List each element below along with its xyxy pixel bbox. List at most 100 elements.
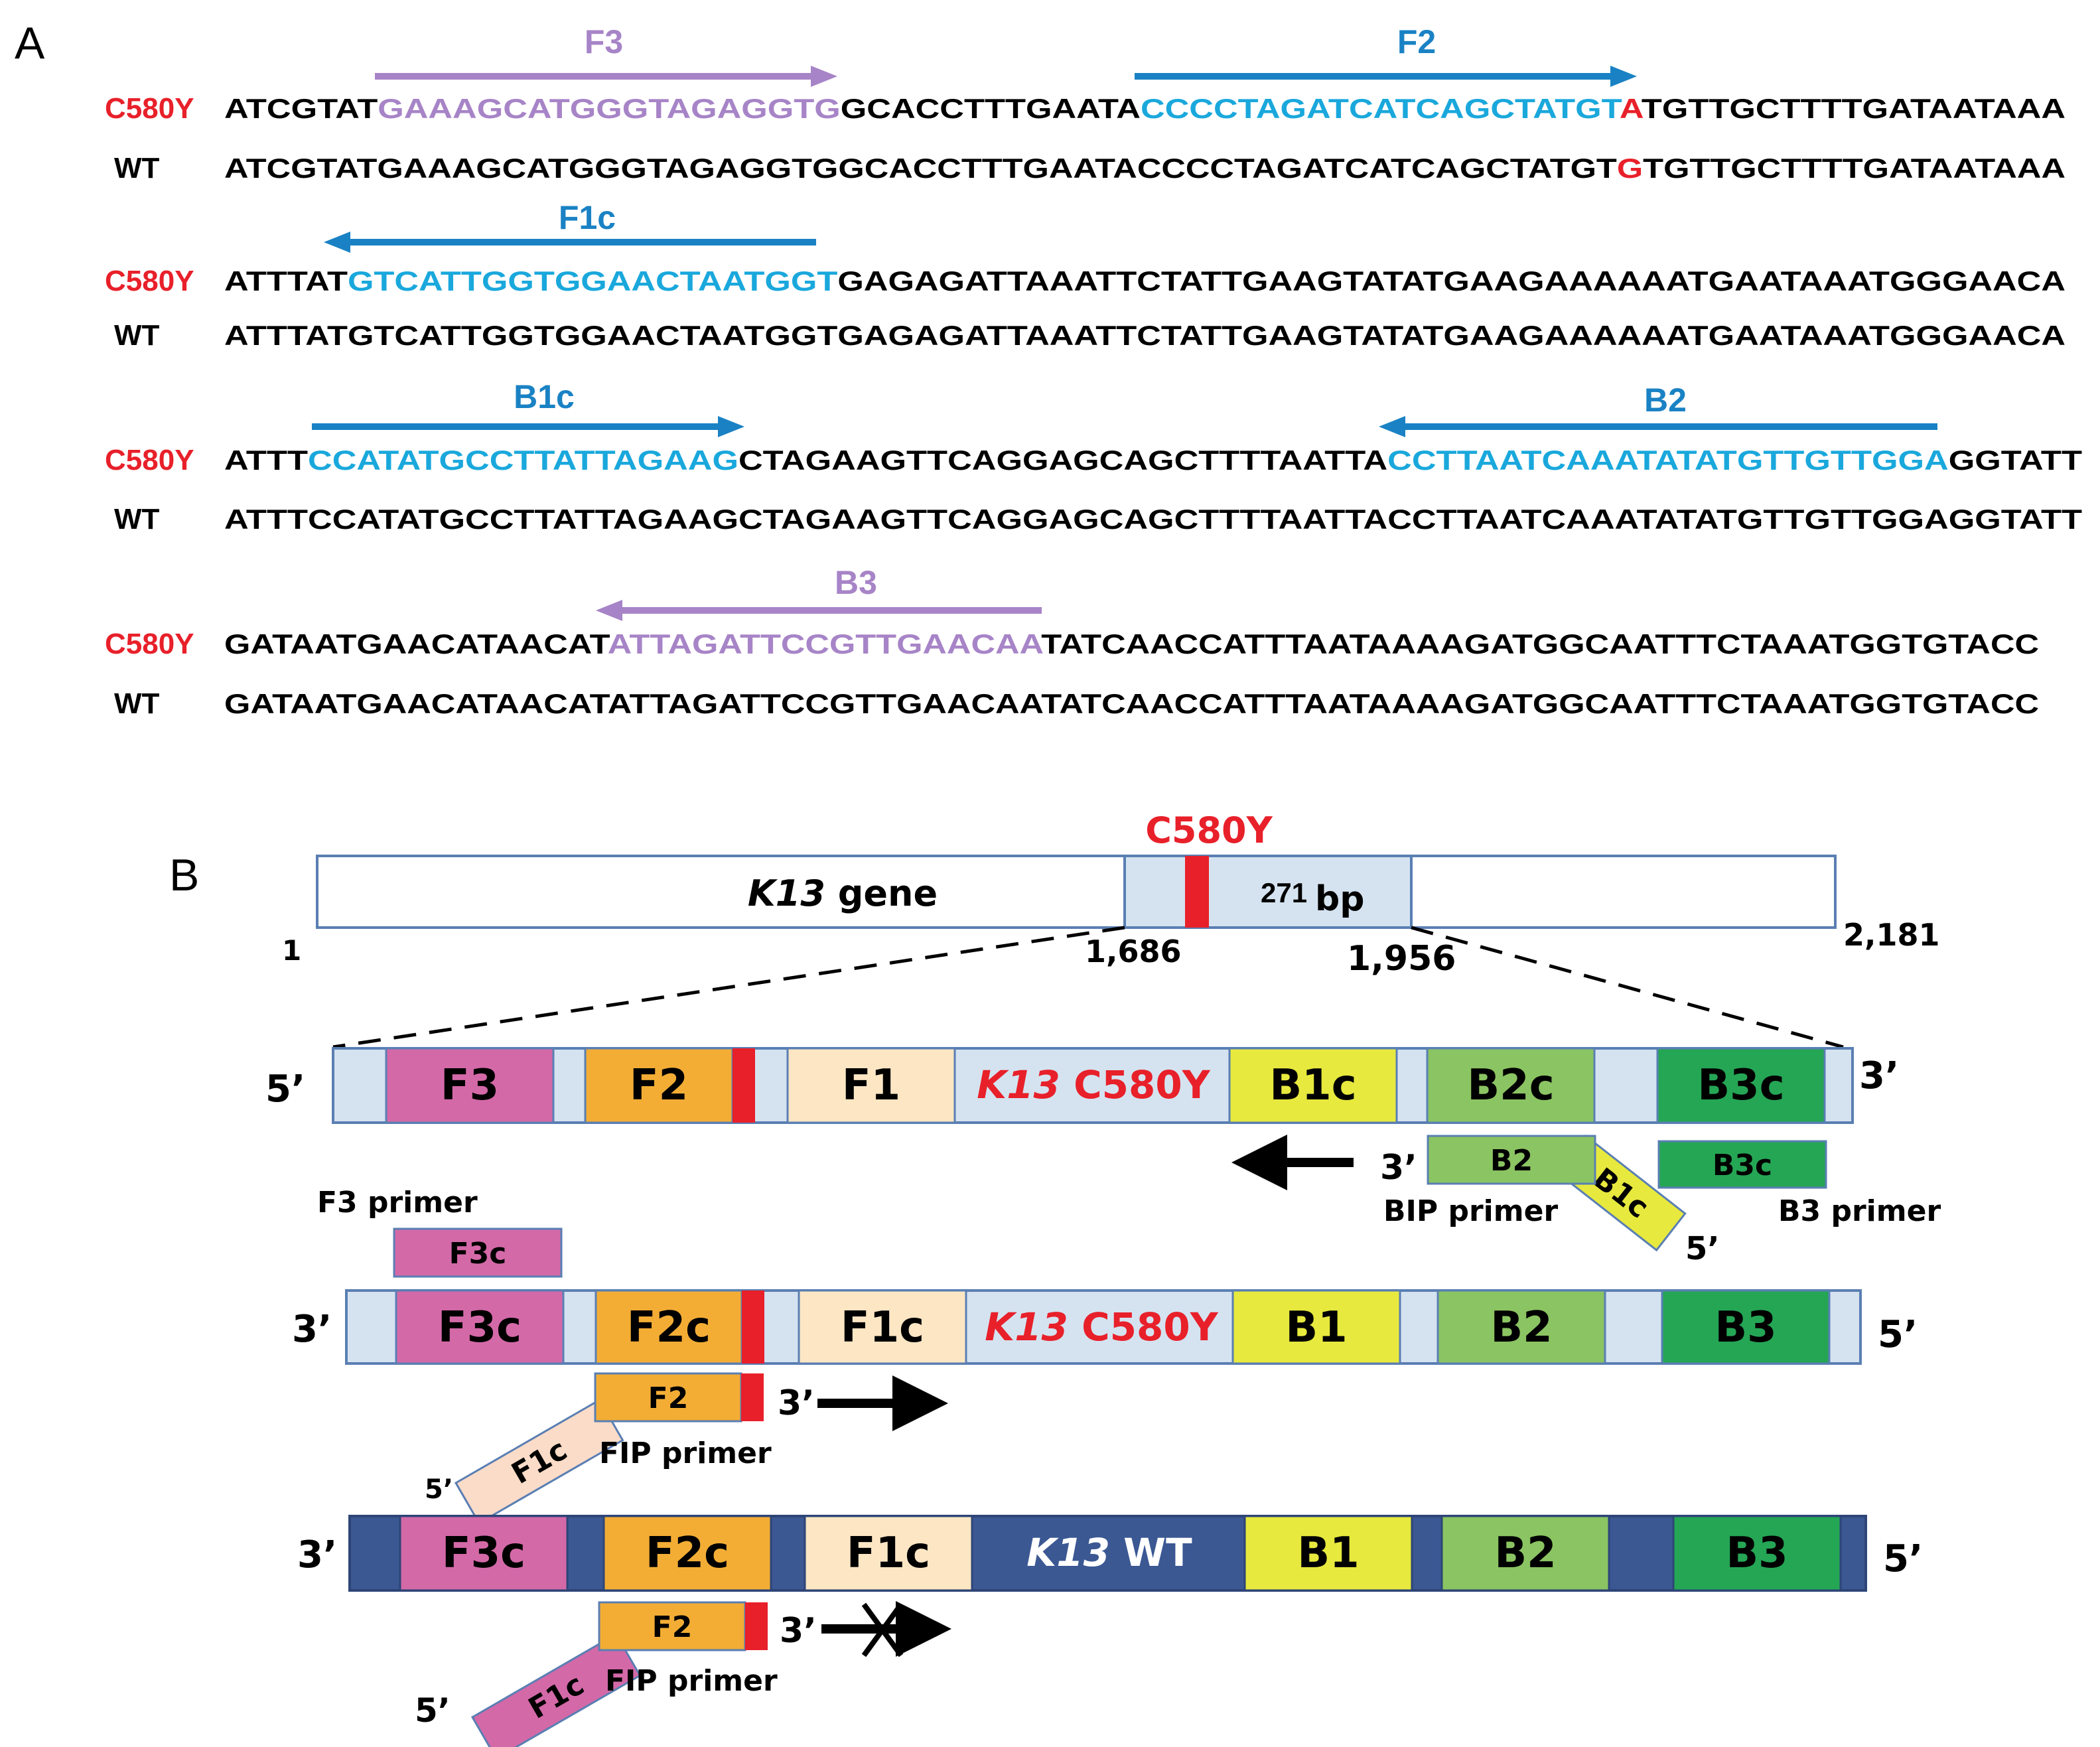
- fip-f2-segment: [594, 1372, 742, 1423]
- f3-primer: F3 primer F3c: [317, 1186, 563, 1278]
- sequence-wt: ATTTATGTCATTGGTGGAACTAATGGTGAGAGATTAAATT…: [224, 320, 2065, 351]
- fip-primer-label: FIP primer: [605, 1664, 778, 1698]
- segment-f1: [786, 1047, 956, 1124]
- primer-arrow-f2: F2: [1135, 23, 1637, 87]
- segment-f3c: [399, 1515, 569, 1592]
- segment-label: F2c: [646, 1529, 729, 1578]
- zoom-line-right: [1411, 926, 1844, 1049]
- strand-end-left: 5’: [265, 1068, 305, 1111]
- position-end: 2,181: [1843, 917, 1940, 953]
- mutation-marker: [733, 1048, 755, 1123]
- primer-label-b2: B2: [1644, 382, 1687, 419]
- mutation-label: C580Y: [1145, 809, 1273, 851]
- row-label-c580y: C580Y: [105, 628, 194, 660]
- f3-primer-label: F3 primer: [317, 1186, 478, 1220]
- segment-b1: [1231, 1289, 1401, 1365]
- bip-b2-segment: [1427, 1135, 1596, 1185]
- mutation-marker: [742, 1291, 764, 1363]
- strand-end-right: 3’: [1859, 1054, 1899, 1097]
- primer-label-b3: B3: [835, 564, 877, 601]
- primer-end-3: 3’: [1380, 1148, 1417, 1188]
- amplicon-region: [1123, 855, 1413, 929]
- b3c-box: [1657, 1140, 1827, 1189]
- segment-label: B3: [1715, 1303, 1776, 1352]
- primer-label-b1c: B1c: [514, 378, 575, 415]
- mutation-marker: [745, 1602, 768, 1650]
- row-label-wt: WT: [114, 503, 160, 535]
- strand-end-left: 3’: [292, 1308, 332, 1351]
- segment-label: F2: [630, 1061, 688, 1110]
- gene-bar: [316, 855, 1837, 929]
- segment-label: F3: [441, 1061, 499, 1110]
- gene-name: K13 gene: [748, 873, 938, 914]
- segment-label: B1c: [1269, 1061, 1356, 1110]
- target-label: K13 WT: [1026, 1530, 1192, 1575]
- segment-label: B3c: [1713, 1149, 1772, 1182]
- row-label-wt: WT: [114, 152, 160, 184]
- segment-label: B2c: [1467, 1061, 1554, 1110]
- segment-label: B3c: [1697, 1061, 1784, 1110]
- segment-b2: [1440, 1515, 1610, 1592]
- region-start-position: 1,686: [1085, 934, 1182, 969]
- row-label-c580y: C580Y: [105, 444, 194, 476]
- segment-label: B1: [1297, 1529, 1359, 1578]
- segment-f3: [385, 1047, 555, 1124]
- panel-b-label: B: [169, 850, 199, 900]
- mutation-marker: [1185, 856, 1209, 928]
- zoom-line-left: [332, 926, 1125, 1049]
- segment-label: F1c: [847, 1529, 930, 1578]
- segment-b3: [1672, 1515, 1842, 1592]
- block-cross: [861, 1602, 904, 1657]
- b3-primer: B3c B3 primer: [1657, 1140, 1941, 1228]
- segment-label: B2: [1490, 1144, 1533, 1178]
- f3c-box: [393, 1227, 563, 1278]
- segment-f2c: [602, 1515, 772, 1592]
- segment-f1c: [804, 1515, 973, 1592]
- primer-end-5: 5’: [415, 1691, 451, 1730]
- primer-end-3: 3’: [778, 1383, 815, 1423]
- strand-mutant-sense: F3 F2 F1 K13 C580Y B1c B2c B3c 5’ 3’: [265, 1047, 1899, 1124]
- segment-f3c: [395, 1289, 565, 1365]
- segment-f2: [584, 1047, 734, 1124]
- fip-primer-mutant: F1c F2 3’ 5’ FIP primer: [425, 1372, 948, 1525]
- target-label: K13 C580Y: [977, 1062, 1210, 1107]
- segment-label: F2: [648, 1381, 689, 1415]
- segment-label: F3c: [442, 1529, 525, 1578]
- primer-arrow-f3: F3: [375, 23, 837, 87]
- primer-end-5: 5’: [1685, 1230, 1720, 1267]
- strand-mutant-antisense: F3c F2c F1c K13 C580Y B1 B2 B3 3’ 5’: [292, 1289, 1918, 1365]
- primer-label-f3: F3: [585, 23, 623, 60]
- row-label-wt: WT: [114, 687, 160, 720]
- primer-label-f1c: F1c: [559, 199, 616, 236]
- segment-label: F2: [652, 1610, 693, 1644]
- row-label-wt: WT: [114, 319, 160, 352]
- sequence-wt: ATTTCCATATGCCTTATTAGAAGCTAGAAGTTCAGGAGCA…: [224, 504, 2082, 535]
- panel-a-label: A: [15, 18, 45, 68]
- segment-b3c: [1656, 1047, 1826, 1124]
- segment-b1c: [1228, 1047, 1398, 1124]
- fip-primer-label: FIP primer: [599, 1436, 772, 1470]
- region-size-unit: bp: [1315, 879, 1364, 919]
- strand-end-left: 3’: [297, 1533, 337, 1576]
- segment-label: B1: [1285, 1303, 1347, 1352]
- segment-label: F3c: [438, 1303, 522, 1352]
- b3-primer-label: B3 primer: [1778, 1194, 1941, 1228]
- target-label: K13 C580Y: [985, 1304, 1218, 1350]
- primer-arrow-b1c: B1c: [312, 378, 744, 437]
- row-label-c580y: C580Y: [105, 265, 194, 297]
- region-size-number: 271: [1261, 877, 1307, 908]
- mutation-marker: [741, 1373, 764, 1421]
- strand-end-right: 5’: [1883, 1537, 1923, 1580]
- bip-primer: 3’ B1c B2 5’ BIP primer: [1231, 1134, 1720, 1267]
- strand-end-right: 5’: [1878, 1313, 1918, 1356]
- fip-f2-segment: [598, 1601, 746, 1651]
- fip-primer-wild-type: F1c F2 3’ 5’ FIP primer: [415, 1601, 951, 1747]
- primer-end-3: 3’: [780, 1611, 817, 1651]
- segment-b3: [1661, 1289, 1831, 1365]
